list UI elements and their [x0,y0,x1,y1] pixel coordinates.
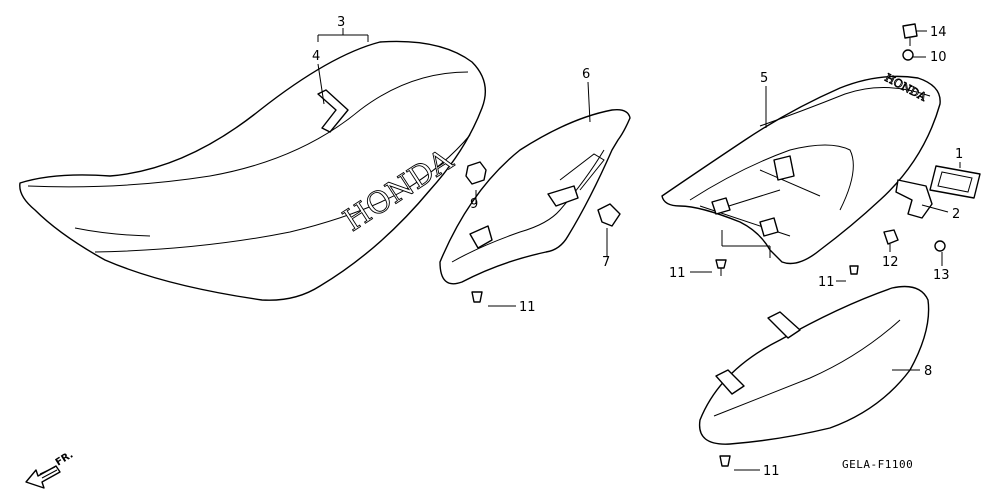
rear-fender-mount [773,155,795,181]
side-cover [439,108,631,285]
rear-fender: HONDA [661,71,941,265]
reflector-plate [929,165,981,199]
screw-11a [715,259,727,276]
callout-10: 10 [930,50,947,65]
fr-label: FR. [54,449,76,468]
side-cover-right-tab-lower [715,369,745,395]
callout-11-fender-right: 11 [818,275,835,290]
callout-1: 1 [955,147,963,162]
callout-4: 4 [312,49,320,64]
callout-7: 7 [602,255,610,270]
reflector-bracket [895,165,981,219]
callout-11-fender: 11 [669,266,686,281]
callout-14: 14 [930,25,947,40]
side-cover-right-edge [713,319,901,417]
callout-6: 6 [582,67,590,82]
rear-fender-inner-edge [689,144,854,211]
side-cover-inner-rim [451,149,605,263]
nut-12 [883,229,899,245]
reflector-plate-inner [937,171,973,193]
callouts: 3 4 6 5 14 10 1 2 9 7 11 11 11 12 13 8 1… [312,15,963,479]
side-cover-hook [547,185,579,207]
seat-strap [317,89,349,133]
seat-top-edge [27,71,469,188]
screw-11d [719,455,731,467]
screw-11c [471,291,483,303]
callout-2: 2 [952,207,960,222]
callout-3: 3 [337,15,345,30]
grommet-9 [465,161,487,185]
callout-9: 9 [470,197,478,212]
side-cover-right-outline [698,285,930,445]
rear-fender-bracket-right [759,217,779,237]
rear-fender-bracket-left [711,197,731,215]
seat-assembly: HONDA [19,40,486,301]
bolt-14 [902,23,918,46]
nut-13 [934,240,946,252]
side-cover-right [698,285,930,445]
seat-side-seam [94,134,471,253]
callout-12: 12 [882,255,899,270]
callout-13: 13 [933,268,950,283]
rear-fender-ridge [759,87,931,127]
callout-11-cover: 11 [519,300,536,315]
leader-lines [317,28,961,471]
clip-7 [597,203,621,227]
diagram-code: GELA-F1100 [842,458,913,471]
callout-11-right-cover: 11 [763,464,780,479]
bracket-stay [895,179,933,219]
side-cover-right-tab-upper [767,311,801,339]
callout-5: 5 [760,71,768,86]
callout-8: 8 [924,364,932,379]
screw-11b [849,265,859,275]
front-direction-arrow: FR. [25,449,76,489]
rear-fender-outline [661,75,941,265]
side-cover-rib-upper [559,153,605,191]
side-cover-tab [469,225,493,249]
nut-10 [902,49,914,61]
seat-lower-seam [74,227,151,237]
